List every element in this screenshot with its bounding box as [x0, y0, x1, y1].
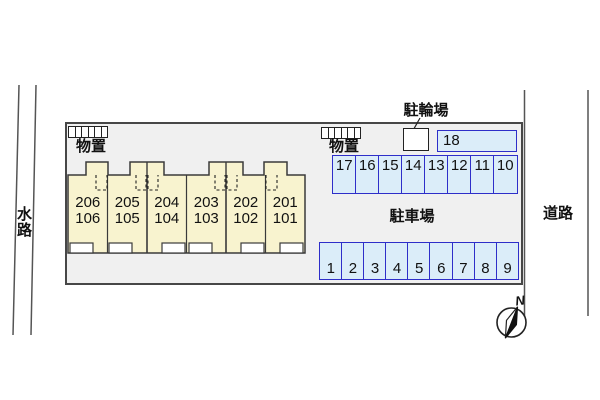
stall-number: 6 — [437, 260, 446, 277]
parking-stall: 6 — [429, 242, 454, 280]
storage-row-2 — [321, 127, 362, 139]
storage-row-1 — [68, 126, 109, 138]
unit-number-top: 202 — [233, 194, 259, 211]
parking-stall: 3 — [363, 242, 387, 280]
parking-stall: 11 — [470, 155, 495, 194]
bicycle-parking-box — [403, 128, 429, 151]
storage-label-1: 物置 — [75, 138, 106, 155]
parking-stall: 12 — [447, 155, 472, 194]
compass-needle-west — [504, 306, 519, 339]
parking-stall: 7 — [451, 242, 476, 280]
stall-number: 18 — [443, 132, 460, 149]
parking-stall: 13 — [424, 155, 449, 194]
stall-number: 9 — [503, 260, 512, 277]
stall-number: 13 — [427, 157, 445, 174]
north-label: N — [514, 292, 526, 309]
bicycle-parking-label: 駐輪場 — [403, 102, 449, 119]
unit-number-bottom: 106 — [75, 210, 101, 227]
stall-number: 16 — [358, 157, 376, 174]
road-label: 道路 — [542, 205, 573, 222]
unit-number-top: 205 — [114, 194, 140, 211]
unit-number-bottom: 102 — [233, 210, 259, 227]
waterway-label: 水路 — [16, 206, 32, 239]
parking-stall: 9 — [495, 242, 520, 280]
stall-number: 2 — [348, 260, 358, 277]
stall-number: 3 — [370, 260, 380, 277]
storage-cell — [353, 127, 362, 139]
unit-number-top: 201 — [272, 194, 298, 211]
stall-number: 5 — [415, 260, 424, 277]
parking-row-upper: 17 16 15 14 13 12 11 10 — [332, 155, 518, 194]
parking-stall: 4 — [385, 242, 409, 280]
stall-number: 7 — [459, 260, 468, 277]
stall-number: 11 — [474, 157, 491, 174]
parking-stall: 16 — [355, 155, 380, 194]
stall-number: 4 — [392, 260, 402, 277]
compass-needle-east — [504, 306, 519, 339]
parking-stall: 15 — [378, 155, 403, 194]
parking-lot-label: 駐車場 — [389, 208, 435, 225]
parking-stall: 8 — [473, 242, 498, 280]
parking-stall: 10 — [493, 155, 518, 194]
parking-stall-18: 18 — [437, 130, 517, 152]
parking-stall: 5 — [407, 242, 431, 280]
stall-number: 14 — [404, 157, 422, 174]
storage-cell — [100, 126, 109, 138]
stall-number: 17 — [335, 157, 353, 174]
stall-number: 1 — [326, 260, 335, 277]
unit-number-top: 206 — [75, 194, 101, 211]
stall-number: 12 — [450, 157, 468, 174]
unit-number-bottom: 105 — [114, 210, 140, 227]
parking-stall: 14 — [401, 155, 426, 194]
compass-circle — [496, 307, 527, 338]
stall-number: 8 — [481, 260, 490, 277]
unit-number-bottom: 104 — [154, 210, 180, 227]
unit-number-bottom: 101 — [272, 210, 298, 227]
stall-number: 15 — [381, 157, 399, 174]
parking-stall: 2 — [341, 242, 365, 280]
unit-number-top: 204 — [154, 194, 180, 211]
storage-label-2: 物置 — [328, 138, 359, 155]
unit-number-top: 203 — [193, 194, 219, 211]
unit-number-bottom: 103 — [193, 210, 219, 227]
parking-stall: 1 — [319, 242, 343, 280]
stall-number: 10 — [496, 157, 514, 174]
parking-stall: 17 — [332, 155, 357, 194]
compass — [496, 306, 527, 339]
